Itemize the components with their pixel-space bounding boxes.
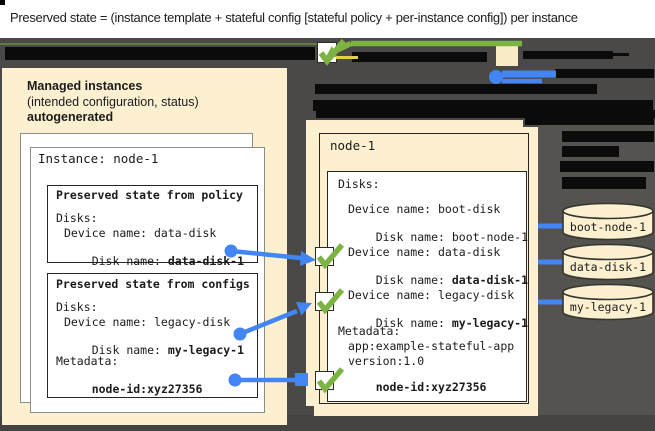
left-panel-title: Managed instances <box>27 79 143 93</box>
node-disks-label: Disks: <box>338 177 380 191</box>
policy-disks-label: Disks: <box>56 211 98 225</box>
redaction-bar <box>613 53 629 56</box>
redaction-bar <box>562 177 646 189</box>
configs-metadata-label: Metadata: <box>56 354 119 368</box>
policy-disk-value: data-disk-1 <box>167 254 245 268</box>
redaction-bar <box>562 146 619 157</box>
redaction-bar <box>560 161 654 172</box>
redaction-bar <box>315 84 597 94</box>
configs-disks-label: Disks: <box>56 300 98 314</box>
node-metadata-id: node-id:xyz27356 <box>375 380 487 394</box>
configs-disk-line: Disk name: my-legacy-1 <box>64 331 244 370</box>
policy-device-line: Device name: data-disk <box>64 226 217 240</box>
data-disk-line: Disk name: data-disk-1 <box>375 273 529 287</box>
redaction-bar <box>313 100 653 111</box>
stateful-checkbox-data-disk <box>315 247 334 266</box>
boot-device-line: Device name: boot-disk <box>348 202 501 216</box>
header-band: Preserved state = (instance template + s… <box>0 0 655 38</box>
configs-disk-value: my-legacy-1 <box>167 343 245 357</box>
node-metadata-version: version:1.0 <box>348 354 425 368</box>
stateful-checkbox-legacy-disk <box>315 292 334 311</box>
blue-arrow-icon <box>489 70 556 84</box>
left-panel-subtitle: (intended configuration, status) <box>27 95 199 109</box>
left-panel-tag: autogenerated <box>27 110 114 124</box>
configs-metadata-value: node-id:xyz27356 <box>91 382 203 396</box>
legacy-disk-line: Disk name: my-legacy-1 <box>375 316 529 330</box>
node-disks-box <box>327 171 527 402</box>
legend-checkbox-icon <box>317 42 337 63</box>
instance-card-title: Instance: node-1 <box>38 151 159 166</box>
redaction-bar <box>555 69 654 78</box>
node-box-title: node-1 <box>330 138 376 153</box>
redaction-bar <box>523 51 613 59</box>
boot-disk-line: Disk name: boot-node-1 <box>375 230 529 244</box>
policy-disk-line: Disk name: data-disk-1 <box>64 242 244 281</box>
configs-box <box>47 273 258 398</box>
redaction-bar <box>525 118 654 125</box>
corner-notch <box>0 0 5 5</box>
redaction-bar <box>562 131 654 142</box>
redaction-bar <box>352 52 487 62</box>
stateful-checkbox-metadata <box>315 371 334 390</box>
node-metadata-app: app:example-stateful-app <box>348 339 515 353</box>
policy-box-title: Preserved state from policy <box>56 188 243 202</box>
configs-disk-prefix: Disk name: <box>91 343 168 357</box>
olive-line <box>0 42 350 45</box>
legacy-device-line: Device name: legacy-disk <box>348 288 515 302</box>
configs-device-line: Device name: legacy-disk <box>64 315 231 329</box>
configs-box-title: Preserved state from configs <box>56 277 250 291</box>
policy-disk-prefix: Disk name: <box>91 254 168 268</box>
redaction-bar <box>316 110 655 118</box>
legend-cream-square-icon <box>496 46 518 66</box>
data-device-line: Device name: data-disk <box>348 245 501 259</box>
header-title: Preserved state = (instance template + s… <box>10 10 578 25</box>
node-metadata-label: Metadata: <box>338 324 401 338</box>
redaction-bar <box>5 47 315 60</box>
policy-box <box>47 185 258 263</box>
